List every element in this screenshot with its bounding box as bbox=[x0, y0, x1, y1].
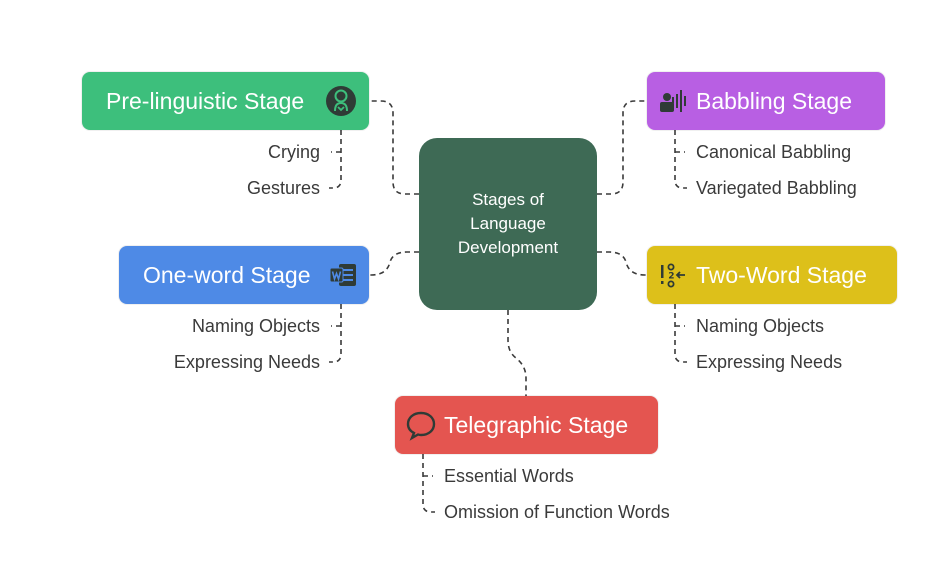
stage-babbling-title: Babbling Stage bbox=[696, 87, 853, 114]
link-center-two-word bbox=[597, 251, 647, 276]
svg-text:2: 2 bbox=[668, 272, 674, 282]
stage-pre-linguistic: Pre-linguistic Stage bbox=[82, 72, 369, 130]
link-center-babbling bbox=[597, 100, 647, 195]
list-item: Crying bbox=[267, 142, 320, 162]
list-item: Naming Objects bbox=[696, 316, 825, 336]
stage-telegraphic-title: Telegraphic Stage bbox=[444, 411, 629, 438]
link-babbling-items bbox=[674, 130, 687, 189]
list-item: Gestures bbox=[246, 178, 320, 198]
list-item: Naming Objects bbox=[191, 316, 320, 336]
link-pre-linguistic-items bbox=[329, 130, 342, 189]
list-item: Variegated Babbling bbox=[696, 178, 857, 198]
stage-one-word-title: One-word Stage bbox=[143, 261, 311, 288]
stage-babbling: Babbling Stage bbox=[647, 72, 885, 130]
link-center-one-word bbox=[369, 251, 419, 276]
link-center-telegraphic bbox=[507, 310, 527, 396]
list-item: Expressing Needs bbox=[173, 352, 320, 372]
stage-telegraphic: Telegraphic Stage bbox=[395, 396, 658, 454]
link-telegraphic-items bbox=[422, 454, 435, 513]
list-item: Canonical Babbling bbox=[696, 142, 852, 162]
link-one-word-items bbox=[329, 304, 342, 363]
voice-wave-icon bbox=[657, 85, 689, 117]
stage-two-word: 2 Two-Word Stage bbox=[647, 246, 897, 304]
center-title: Stages of Language Development bbox=[457, 190, 559, 257]
stage-pre-linguistic-title: Pre-linguistic Stage bbox=[106, 87, 305, 114]
stage-two-word-title: Two-Word Stage bbox=[696, 261, 867, 288]
speech-bubble-icon bbox=[405, 409, 437, 441]
list-item: Omission of Function Words bbox=[444, 502, 670, 522]
link-two-word-items bbox=[674, 304, 687, 363]
baby-icon bbox=[325, 85, 357, 117]
ordered-list-icon: 2 bbox=[657, 259, 689, 291]
list-item: Essential Words bbox=[444, 466, 574, 486]
word-document-icon bbox=[327, 259, 359, 291]
stage-one-word: One-word Stage bbox=[119, 246, 369, 304]
link-center-pre-linguistic bbox=[369, 100, 419, 195]
list-item: Expressing Needs bbox=[696, 352, 843, 372]
center-node: Stages of Language Development bbox=[419, 138, 597, 310]
